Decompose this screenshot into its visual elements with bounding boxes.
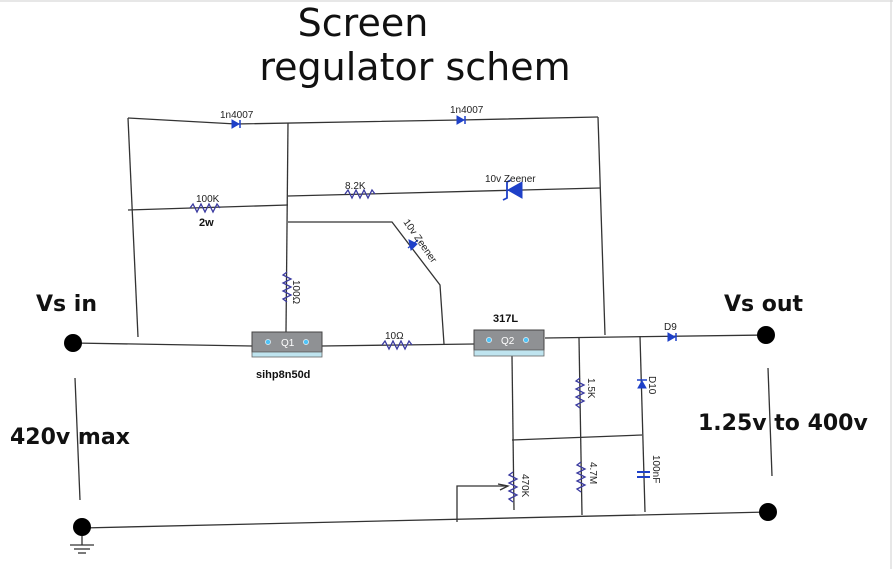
q2-part-label: 317L — [493, 313, 518, 325]
resistor-100-vertical — [281, 271, 293, 303]
zener-top — [502, 179, 523, 201]
resistor-1k5-label: 1.5K — [585, 378, 596, 399]
resistor-1k5 — [574, 377, 586, 409]
zener-diagonal — [407, 239, 419, 252]
diode-d10 — [637, 379, 647, 389]
regulator-q2 — [473, 329, 545, 357]
diode-1n4007-right — [456, 115, 466, 125]
vs-in-label: Vs in — [36, 292, 97, 317]
output-range-label: 1.25v to 400v — [698, 411, 868, 436]
potentiometer-470k-label: 470K — [519, 474, 530, 498]
output-return-terminal — [759, 503, 777, 521]
resistor-10-series-label: 10Ω — [385, 331, 404, 342]
potentiometer-470k — [507, 471, 519, 503]
diode-1n4007-right-label: 1n4007 — [450, 105, 484, 116]
resistor-10-series — [381, 339, 413, 351]
diode-d9-label: D9 — [664, 322, 677, 333]
resistor-4m7 — [575, 461, 587, 493]
transistor-q1 — [251, 331, 323, 358]
capacitor-100nf — [637, 471, 650, 478]
resistor-100k-power-label: 2w — [199, 217, 214, 229]
resistor-4m7-label: 4.7M — [587, 462, 598, 484]
zener-top-label: 10v Zeener — [485, 174, 536, 185]
vs-in-terminal — [64, 334, 82, 352]
wires — [72, 116, 773, 529]
resistor-8k2-label: 8.2K — [345, 181, 366, 192]
potentiometer-wiper-arrow-icon — [497, 483, 510, 491]
diode-1n4007-left-label: 1n4007 — [220, 110, 254, 121]
input-rating-label: 420v max — [10, 425, 130, 450]
capacitor-100nf-label: 100nF — [650, 455, 661, 483]
diode-d9 — [667, 332, 677, 342]
title-line-1: Screen — [298, 1, 429, 45]
resistor-8k2 — [344, 188, 376, 200]
title-line-2: regulator schem — [259, 45, 570, 89]
diode-d10-label: D10 — [646, 376, 657, 395]
resistor-100k-label: 100K — [196, 194, 220, 205]
q2-label: Q2 — [501, 336, 515, 347]
resistor-100-vertical-label: 100Ω — [290, 280, 301, 305]
q1-part-label: sihp8n50d — [256, 369, 310, 381]
resistor-100k — [189, 202, 221, 214]
diode-1n4007-left — [231, 119, 241, 129]
ground-terminal — [73, 518, 91, 536]
ground-icon — [70, 536, 94, 554]
q1-label: Q1 — [281, 338, 295, 349]
vs-out-terminal — [757, 326, 775, 344]
vs-out-label: Vs out — [724, 292, 804, 317]
